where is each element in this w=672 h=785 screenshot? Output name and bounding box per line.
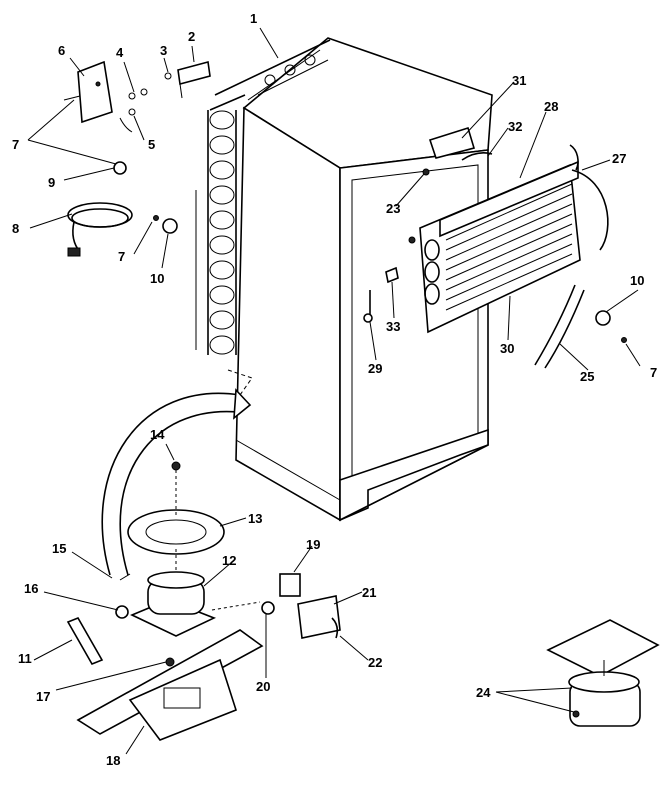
compressor-inset xyxy=(546,619,660,727)
callout-7-middle: 7 xyxy=(118,249,126,264)
callout-7-right: 7 xyxy=(650,365,658,380)
callout-12: 12 xyxy=(222,553,237,568)
bracket-2 xyxy=(164,60,211,99)
callout-29: 29 xyxy=(368,361,383,376)
callout-10-left: 10 xyxy=(150,271,165,286)
callout-5: 5 xyxy=(148,137,156,152)
compressor-12 xyxy=(115,548,217,637)
clamp-10-right xyxy=(595,310,627,343)
callout-7-left: 7 xyxy=(12,137,20,152)
callout-28: 28 xyxy=(544,99,559,114)
callout-3: 3 xyxy=(160,43,168,58)
cap-tube-25 xyxy=(534,284,585,369)
callout-19: 19 xyxy=(306,537,321,552)
callout-9: 9 xyxy=(48,175,56,190)
callout-30: 30 xyxy=(500,341,515,356)
evaporator xyxy=(408,144,609,334)
callout-31: 31 xyxy=(512,73,527,88)
callout-11: 11 xyxy=(18,651,32,666)
power-cord xyxy=(67,161,133,257)
relay-parts-4-5 xyxy=(119,88,148,133)
callout-21: 21 xyxy=(362,585,377,600)
callout-16: 16 xyxy=(24,581,39,596)
thermostat-parts xyxy=(422,126,493,176)
relay-19-overload-21 xyxy=(211,573,341,639)
back-condenser-coil xyxy=(195,39,331,355)
callout-33: 33 xyxy=(386,319,401,334)
callout-8: 8 xyxy=(12,221,20,236)
callout-25: 25 xyxy=(580,369,595,384)
callout-18: 18 xyxy=(106,753,121,768)
callout-22: 22 xyxy=(368,655,383,670)
drain-hose xyxy=(101,369,253,576)
callout-2: 2 xyxy=(188,29,196,44)
leader-lines xyxy=(27,27,641,755)
callout-27: 27 xyxy=(612,151,627,166)
bracket-6 xyxy=(63,60,113,124)
drain-items xyxy=(363,266,399,323)
callout-1: 1 xyxy=(250,11,258,26)
cabinet xyxy=(235,37,493,522)
callout-24: 24 xyxy=(476,685,491,700)
callout-15: 15 xyxy=(52,541,67,556)
callout-13: 13 xyxy=(248,511,263,526)
callout-20: 20 xyxy=(256,679,271,694)
callout-17: 17 xyxy=(36,689,51,704)
drain-pan-13 xyxy=(127,461,225,555)
callout-14: 14 xyxy=(150,427,165,442)
callout-23: 23 xyxy=(386,201,401,216)
clamp-10-left xyxy=(153,215,178,234)
callout-32: 32 xyxy=(508,119,523,134)
base-pan-18 xyxy=(76,629,264,741)
dryer-11 xyxy=(66,616,104,666)
callout-4: 4 xyxy=(116,45,124,60)
callout-6: 6 xyxy=(58,43,66,58)
callout-10-right: 10 xyxy=(630,273,645,288)
